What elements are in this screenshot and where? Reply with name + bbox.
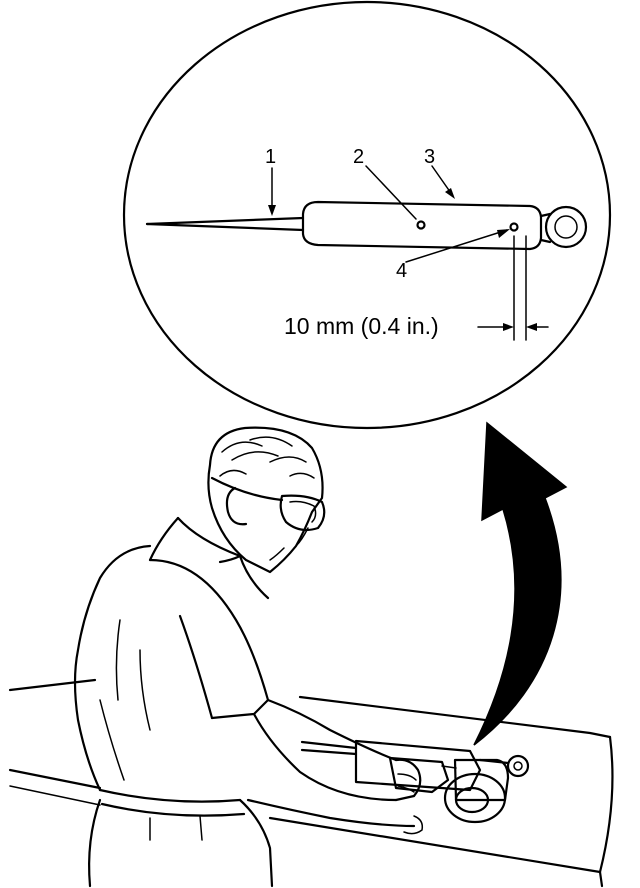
shock-body xyxy=(301,200,543,251)
drill-hole-4 xyxy=(509,222,519,232)
callout-label-2: 2 xyxy=(353,146,364,168)
zoom-arrow xyxy=(473,421,568,746)
bench-shock-absorber xyxy=(300,739,530,792)
callout-leaders xyxy=(268,165,510,263)
workbench xyxy=(8,678,614,888)
dimension-marks xyxy=(477,235,549,341)
callout-label-4: 4 xyxy=(396,260,407,282)
shock-eye-neck xyxy=(539,212,552,244)
bench-vise xyxy=(388,756,510,824)
drill-hole-2 xyxy=(416,220,426,230)
dimension-label: 10 mm (0.4 in.) xyxy=(284,313,439,339)
mechanic xyxy=(73,426,424,888)
shock-eye-outer xyxy=(544,205,588,249)
shock-eye-inner xyxy=(554,215,578,239)
callout-label-3: 3 xyxy=(424,146,435,168)
shock-rod xyxy=(145,216,305,232)
callout-label-1: 1 xyxy=(265,146,276,168)
detail-circle xyxy=(122,0,612,430)
detail-view: 1 2 3 4 10 mm (0.4 in.) xyxy=(122,0,612,430)
